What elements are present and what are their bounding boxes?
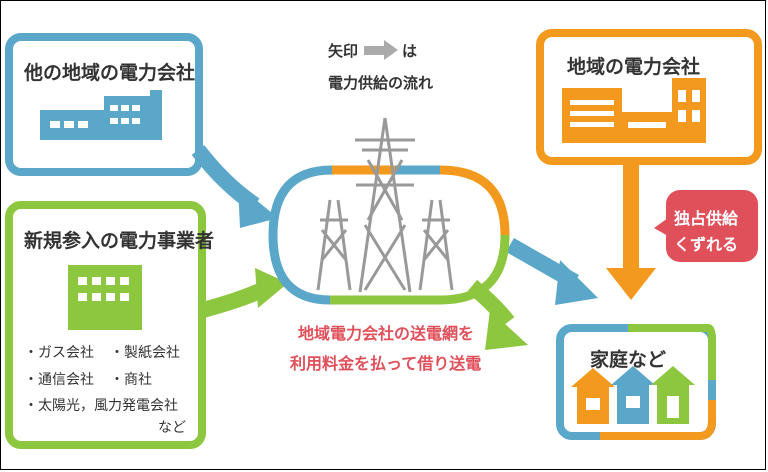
transmission-tower-main xyxy=(355,117,415,293)
center-note-line-1: 地域電力会社の送電網を xyxy=(298,324,475,343)
list-item: ・ガス会社 xyxy=(24,345,94,361)
badge-line-2: くずれる xyxy=(674,235,739,254)
legend-flow-label: 電力供給の流れ xyxy=(328,74,434,92)
arrow-other-to-grid-head xyxy=(238,185,278,228)
house-icon-orange xyxy=(571,368,615,424)
legend-arrow-head xyxy=(384,40,398,60)
local-title: 地域の電力会社 xyxy=(567,56,701,78)
list-item: ・太陽光，風力発電会社 xyxy=(24,398,178,414)
arrow-local-head xyxy=(606,268,656,300)
building-icon-green xyxy=(68,265,142,330)
arrow-grid-to-home-green-head xyxy=(485,310,528,350)
other-region-title: 他の地域の電力会社 xyxy=(24,62,196,84)
badge-bubble xyxy=(654,190,758,262)
badge-line-1: 独占供給 xyxy=(674,209,739,228)
new-entrants-title: 新規参入の電力事業者 xyxy=(24,230,215,252)
factory-icon-blue xyxy=(40,90,162,140)
transmission-tower-right xyxy=(418,199,454,291)
legend-arrow-shaft xyxy=(364,46,386,55)
legend-suffix: は xyxy=(402,42,418,60)
list-item: など xyxy=(158,420,186,436)
house-icon-green xyxy=(651,366,695,424)
list-item: ・通信会社 xyxy=(24,372,94,388)
arrow-new-to-grid xyxy=(200,282,266,318)
transmission-tower-left xyxy=(316,199,352,291)
arrow-grid-to-home-blue-head xyxy=(555,260,598,305)
arrow-new-to-grid-head xyxy=(255,268,288,308)
factory-icon-orange xyxy=(562,78,706,143)
legend-arrow-label: 矢印 xyxy=(328,42,359,60)
home-title: 家庭など xyxy=(590,349,667,371)
list-item: ・商社 xyxy=(110,372,152,388)
list-item: ・製紙会社 xyxy=(110,345,180,361)
house-icon-blue xyxy=(611,366,655,424)
center-note-line-2: 利用料金を払って借り送電 xyxy=(290,354,482,373)
grid-loop xyxy=(268,165,510,305)
arrow-local-shaft xyxy=(623,161,639,271)
